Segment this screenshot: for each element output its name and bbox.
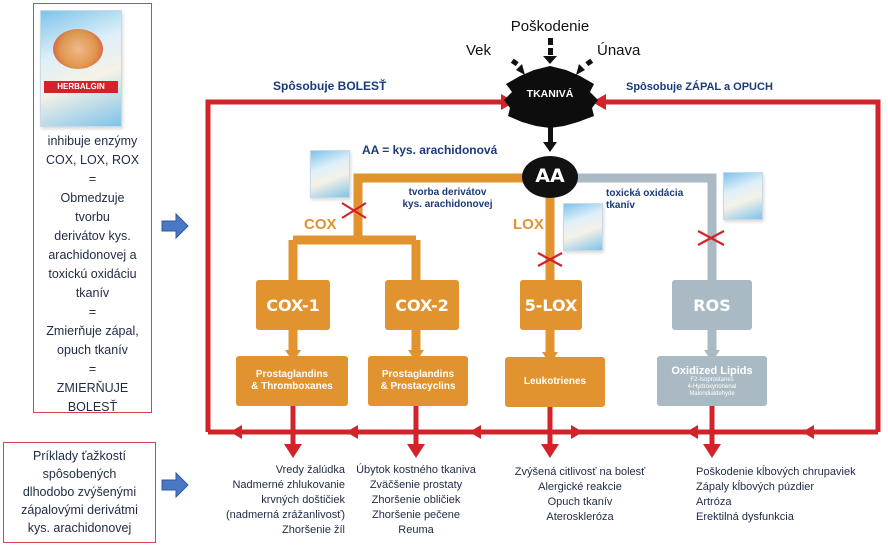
left-line: derivátov kys. (54, 229, 131, 243)
effects-col-4: Poškodenie kĺbových chrupaviek Zápaly kĺ… (696, 465, 884, 525)
left-panel-text: inhibuje enzýmy COX, LOX, ROX = Obmedzuj… (34, 132, 151, 417)
lox5-box: 5-LOX (520, 280, 582, 330)
left-line: opuch tkanív (57, 343, 128, 357)
effect-item: Zhoršenie žíl (282, 524, 345, 536)
left-line: tvorbu (75, 210, 110, 224)
effect-item: (nadmerná zrážanlivosť) (225, 509, 345, 521)
effect-item: Zhoršenie pečene (371, 509, 461, 521)
cox2-box: COX-2 (385, 280, 459, 330)
inflammation-cause-label: Spôsobuje ZÁPAL a OPUCH (626, 81, 773, 93)
product-name: HERBALGIN (44, 81, 118, 93)
effect-item: Reuma (398, 524, 434, 536)
oxidation-label: toxická oxidácia tkanív (606, 188, 696, 212)
formation-label: tvorba derivátov kys. arachidonovej (385, 187, 510, 211)
prostaglandins-prostacyclins-box: Prostaglandins & Prostacyclins (368, 356, 468, 406)
left-line: COX, LOX, ROX (45, 153, 140, 167)
left-line: = (88, 362, 97, 376)
left-line: Zmierňuje zápal, (46, 324, 139, 338)
effect-item: Zvýšená citlivosť na bolesť (514, 466, 646, 478)
effect-item: Zväčšenie prostaty (369, 479, 463, 491)
oxidation-line: toxická oxidácia (606, 188, 684, 199)
effects-col-3: Zvýšená citlivosť na bolesť Alergické re… (500, 465, 660, 525)
left-line: = (88, 305, 97, 319)
blue-pointer-arrows (161, 212, 189, 499)
formation-line: tvorba derivátov (408, 187, 487, 198)
product-pack-lox (563, 203, 603, 251)
left-line: tkanív (75, 286, 110, 300)
effect-item: Nadmerné zhlukovanie (232, 479, 345, 491)
effect-arrows (290, 405, 715, 447)
pain-loop (205, 99, 881, 435)
cox1-box: COX-1 (256, 280, 330, 330)
oxidized-sub-line: Malondialdehyde (689, 390, 735, 397)
prostaglandins-thromboxanes-box: Prostaglandins & Thromboxanes (236, 356, 348, 406)
effect-item: Zápaly kĺbových púzdier (696, 481, 815, 493)
product-graphic (53, 29, 103, 69)
oxidized-sub-line: 4-Hydroxynonenal (687, 383, 737, 390)
oxidized-lipids-box: Oxidized Lipids F2-Isoprostanes 4-Hydrox… (657, 356, 767, 406)
pain-cause-label: Spôsobuje BOLESŤ (273, 79, 387, 93)
effect-item: Ateroskleróza (546, 511, 614, 523)
effect-arrowheads (284, 444, 721, 458)
effect-item: Poškodenie kĺbových chrupaviek (696, 466, 856, 478)
effect-item: Vredy žalúdka (275, 464, 345, 476)
oxidized-sub-line: F2-Isoprostanes (690, 376, 734, 383)
left-line: BOLESŤ (67, 400, 118, 414)
left-line: ZMIERŇUJE (56, 381, 129, 395)
effect-item: Zhoršenie obličiek (371, 494, 461, 506)
fatigue-label: Únava (597, 42, 641, 59)
aa-node-label: AA (535, 165, 565, 187)
effect-item: krvných doštičiek (261, 494, 345, 506)
product-pack-cox (310, 150, 350, 198)
product-pack-image: HERBALGIN (40, 10, 122, 127)
aa-node (522, 156, 578, 198)
box-line: Prostaglandins (255, 369, 329, 380)
formation-line: kys. arachidonovej (402, 199, 493, 210)
examples-text: Príklady ťažkostí spôsobených dlhodobo z… (4, 447, 155, 537)
examples-line: kys. arachidonovej (27, 521, 132, 535)
effects-col-2: Úbytok kostného tkaniva Zväčšenie prosta… (346, 463, 486, 538)
leukotrienes-box: Leukotrienes (505, 357, 605, 407)
examples-line: Príklady ťažkostí (33, 449, 126, 463)
examples-line: spôsobených (42, 467, 117, 481)
left-line: Obmedzuje (60, 191, 125, 205)
lox-label: LOX (513, 216, 544, 233)
oxidation-line: tkanív (606, 200, 635, 211)
effects-col-1: Vredy žalúdka Nadmerné zhlukovanie krvný… (190, 463, 345, 538)
examples-line: dlhodobo zvýšenými (22, 485, 137, 499)
cause-arrows (510, 38, 594, 152)
tissue-label: TKANIVÁ (526, 88, 574, 100)
tissue-blob (504, 66, 598, 128)
left-line: inhibuje enzýmy (47, 134, 138, 148)
left-line: toxickú oxidáciu (48, 267, 137, 281)
effect-item: Artróza (696, 496, 732, 508)
examples-line: zápalovými derivátmi (21, 503, 138, 517)
examples-panel (3, 442, 156, 543)
ros-box: ROS (672, 280, 752, 330)
cox-label: COX (304, 216, 337, 233)
effect-item: Erektilná dysfunkcia (696, 511, 794, 523)
box-line: & Thromboxanes (251, 381, 333, 392)
box-line: & Prostacyclins (380, 381, 456, 392)
aa-definition: AA = kys. arachidonová (362, 143, 498, 157)
inhibition-marks (341, 202, 725, 267)
product-pack-ros (723, 172, 763, 220)
box-line: Prostaglandins (381, 369, 455, 380)
effect-item: Úbytok kostného tkaniva (356, 464, 476, 476)
damage-label: Poškodenie (510, 18, 590, 35)
age-label: Vek (466, 42, 492, 59)
oxidized-title: Oxidized Lipids (671, 364, 753, 377)
effect-item: Alergické reakcie (538, 481, 622, 493)
left-line: = (88, 172, 97, 186)
effect-item: Opuch tkanív (547, 496, 613, 508)
left-line: arachidonovej a (48, 248, 137, 262)
